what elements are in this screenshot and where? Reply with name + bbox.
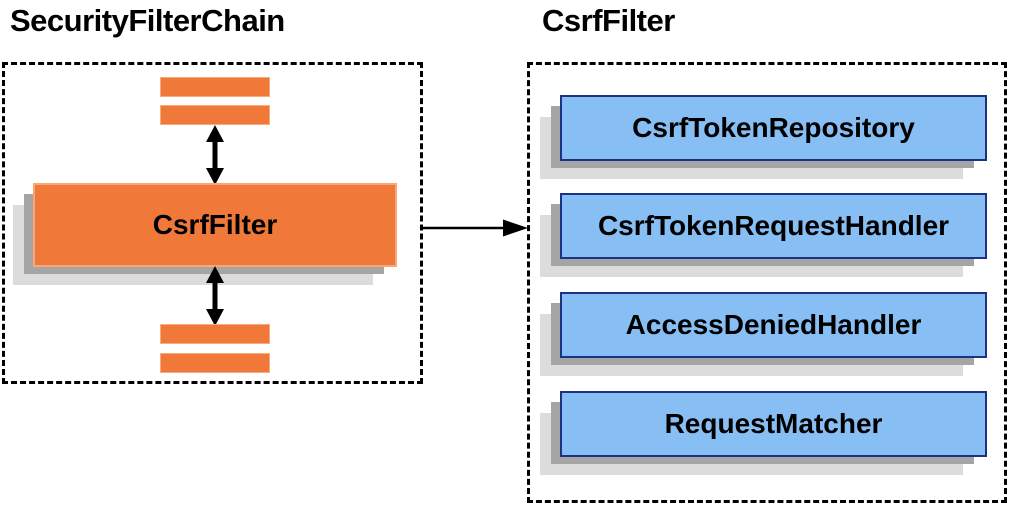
filter-stack-bar-top-2 [160, 105, 270, 125]
filter-stack-bar-bottom-2 [160, 353, 270, 373]
filter-stack-bar-bottom-1 [160, 324, 270, 344]
filter-stack-bar-top-1 [160, 77, 270, 97]
component-box-csrf-token-request-handler: CsrfTokenRequestHandler [540, 193, 987, 277]
csrf-filter-box: CsrfFilter [13, 183, 397, 285]
bidirectional-arrow-icon [204, 266, 226, 326]
security-filter-chain-container: CsrfFilter [2, 62, 423, 384]
csrf-filter-title: CsrfFilter [542, 3, 675, 38]
csrf-filter-components-container: CsrfTokenRepository CsrfTokenRequestHand… [527, 62, 1007, 503]
csrf-filter-box-label: CsrfFilter [152, 209, 278, 240]
component-box-access-denied-handler: AccessDeniedHandler [540, 292, 987, 376]
component-box-request-matcher: RequestMatcher [540, 391, 987, 475]
bidirectional-arrow-icon [204, 125, 226, 185]
flow-arrow-icon [422, 217, 528, 239]
component-label: AccessDeniedHandler [625, 309, 922, 340]
component-label: CsrfTokenRepository [632, 112, 915, 143]
security-filter-chain-title: SecurityFilterChain [10, 3, 285, 38]
component-label: CsrfTokenRequestHandler [597, 210, 950, 241]
component-label: RequestMatcher [664, 408, 883, 439]
component-box-csrf-token-repository: CsrfTokenRepository [540, 95, 987, 179]
